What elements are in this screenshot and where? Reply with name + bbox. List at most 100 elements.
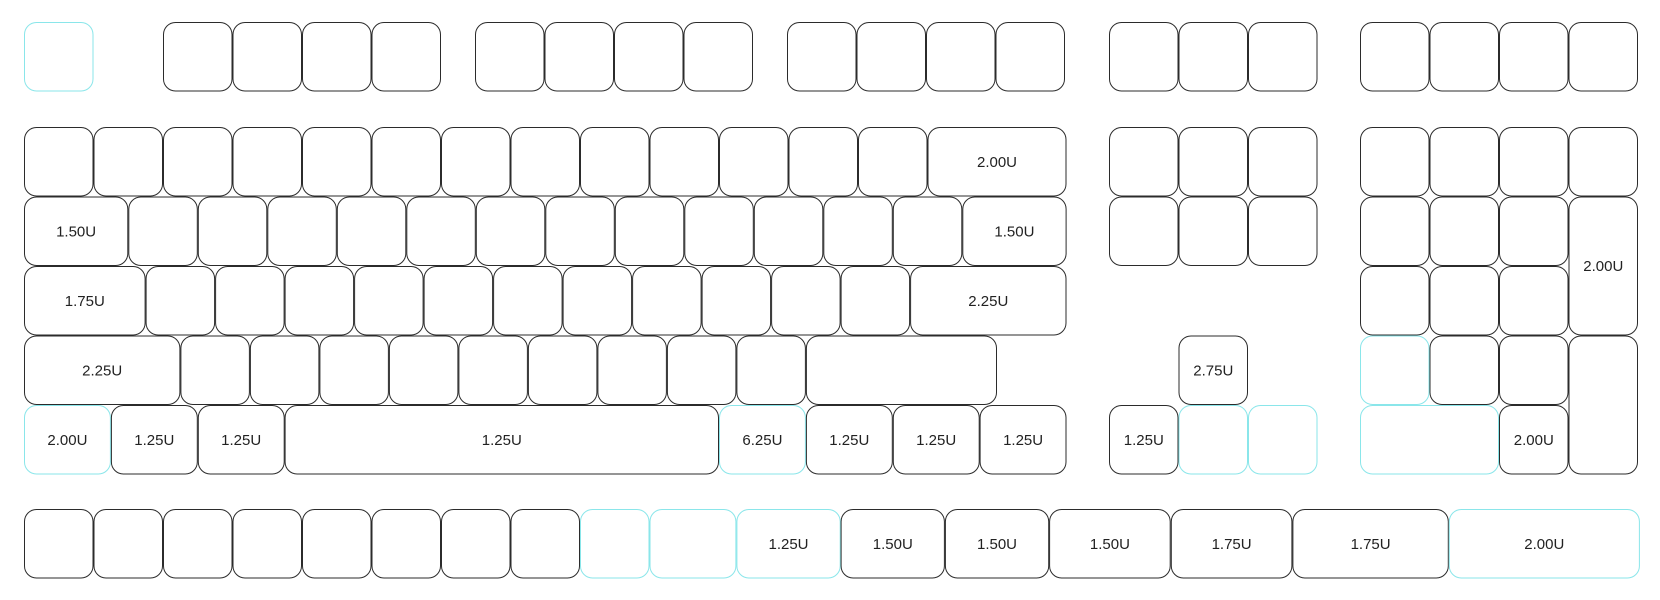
keycap: 1.75U <box>24 266 146 336</box>
keycap-outline <box>24 335 181 405</box>
keycap-outline <box>319 335 389 405</box>
keycap <box>475 196 546 266</box>
keycap: 2.00U <box>927 127 1067 197</box>
keycap <box>614 22 684 92</box>
keycap-outline <box>493 266 563 336</box>
keycap: 1.75U <box>1170 509 1293 579</box>
keycap-size-label: 1.50U <box>994 223 1034 240</box>
keycap-outline <box>93 509 163 579</box>
keycap <box>475 22 545 92</box>
keycap-outline <box>458 335 528 405</box>
keycap-outline <box>1568 335 1638 475</box>
keycap <box>354 266 424 336</box>
keycap <box>683 22 753 92</box>
keycap: 1.50U <box>24 196 129 266</box>
keycap-outline <box>1109 196 1179 266</box>
keycap-size-label: 2.25U <box>968 293 1008 310</box>
keycap <box>371 127 441 197</box>
keycap <box>632 266 702 336</box>
keycap-outline <box>840 509 945 579</box>
keycap: 1.75U <box>1292 509 1449 579</box>
keycap-outline <box>249 335 320 405</box>
keycap: 1.50U <box>1049 509 1171 579</box>
keycap <box>24 22 94 92</box>
keycap <box>441 509 511 579</box>
keycap: 6.25U <box>719 405 806 475</box>
keycap <box>614 196 685 266</box>
keycap-outline <box>1429 266 1499 336</box>
keycap-size-label: 2.00U <box>1524 536 1564 553</box>
keycap-outline <box>145 266 216 336</box>
keycap <box>1499 22 1569 92</box>
keycap: 2.75U <box>1178 335 1248 405</box>
keycap-outline <box>926 22 996 92</box>
keycap-outline <box>1360 266 1430 336</box>
keycap-outline <box>423 266 494 336</box>
keycap-size-label: 1.25U <box>221 432 261 449</box>
keycap-outline <box>24 127 94 197</box>
keycap <box>562 266 633 336</box>
keycap-outline <box>701 266 772 336</box>
keycap-outline <box>580 127 650 197</box>
keycap <box>371 509 441 579</box>
keycap-outline <box>856 22 926 92</box>
keycap-outline <box>719 127 789 197</box>
keycap-outline <box>597 335 667 405</box>
keycap: 2.00U <box>1568 196 1638 336</box>
keycap-outline <box>979 405 1067 475</box>
keycap <box>284 266 355 336</box>
keycap-outline <box>232 509 302 579</box>
keycap <box>1360 266 1430 336</box>
keycap-outline <box>1178 196 1248 266</box>
keycap-outline <box>510 509 580 579</box>
keycap-outline <box>371 127 441 197</box>
keycap <box>736 335 806 405</box>
keycap <box>267 196 337 266</box>
keycap <box>649 127 719 197</box>
keycap-outline <box>527 335 598 405</box>
keycap-outline <box>892 196 963 266</box>
keycap <box>840 266 911 336</box>
keycap-size-label: 2.00U <box>1583 258 1623 275</box>
keycap-size-label: 1.25U <box>482 432 522 449</box>
keycap <box>336 196 407 266</box>
keycap <box>1429 335 1499 405</box>
keycap <box>180 335 250 405</box>
keycap <box>1248 127 1318 197</box>
keycap-outline <box>1178 127 1248 197</box>
keycap <box>510 509 580 579</box>
keycap-outline <box>1429 22 1499 92</box>
keycap-outline <box>683 22 753 92</box>
keycap <box>458 335 528 405</box>
keycap-outline <box>719 405 806 475</box>
keycap-outline <box>1248 22 1318 92</box>
keycap <box>406 196 476 266</box>
keycap-outline <box>197 196 268 266</box>
keycap <box>232 22 302 92</box>
keycap-size-label: 1.50U <box>56 223 96 240</box>
keycap-outline <box>1499 196 1569 266</box>
keycap <box>302 509 372 579</box>
keycap: 1.25U <box>197 405 285 475</box>
keycap-outline <box>562 266 633 336</box>
keycap-outline <box>787 22 857 92</box>
keycap: 1.25U <box>979 405 1067 475</box>
keycap-outline <box>267 196 337 266</box>
keycap-outline <box>545 196 615 266</box>
keycap-outline <box>302 127 372 197</box>
keycap-outline <box>406 196 476 266</box>
keycap-outline <box>232 127 302 197</box>
keycap <box>1499 335 1569 405</box>
keycap: 2.00U <box>1448 509 1640 579</box>
keycap <box>856 22 926 92</box>
keycap-size-label: 1.25U <box>916 432 956 449</box>
keycap: 2.00U <box>1499 405 1569 475</box>
keycap <box>197 196 268 266</box>
keycap <box>1248 22 1318 92</box>
keycap <box>1178 196 1248 266</box>
keycap-outline <box>736 509 841 579</box>
keycap-outline <box>788 127 858 197</box>
keycap-outline <box>1360 405 1499 475</box>
keycap <box>24 509 94 579</box>
